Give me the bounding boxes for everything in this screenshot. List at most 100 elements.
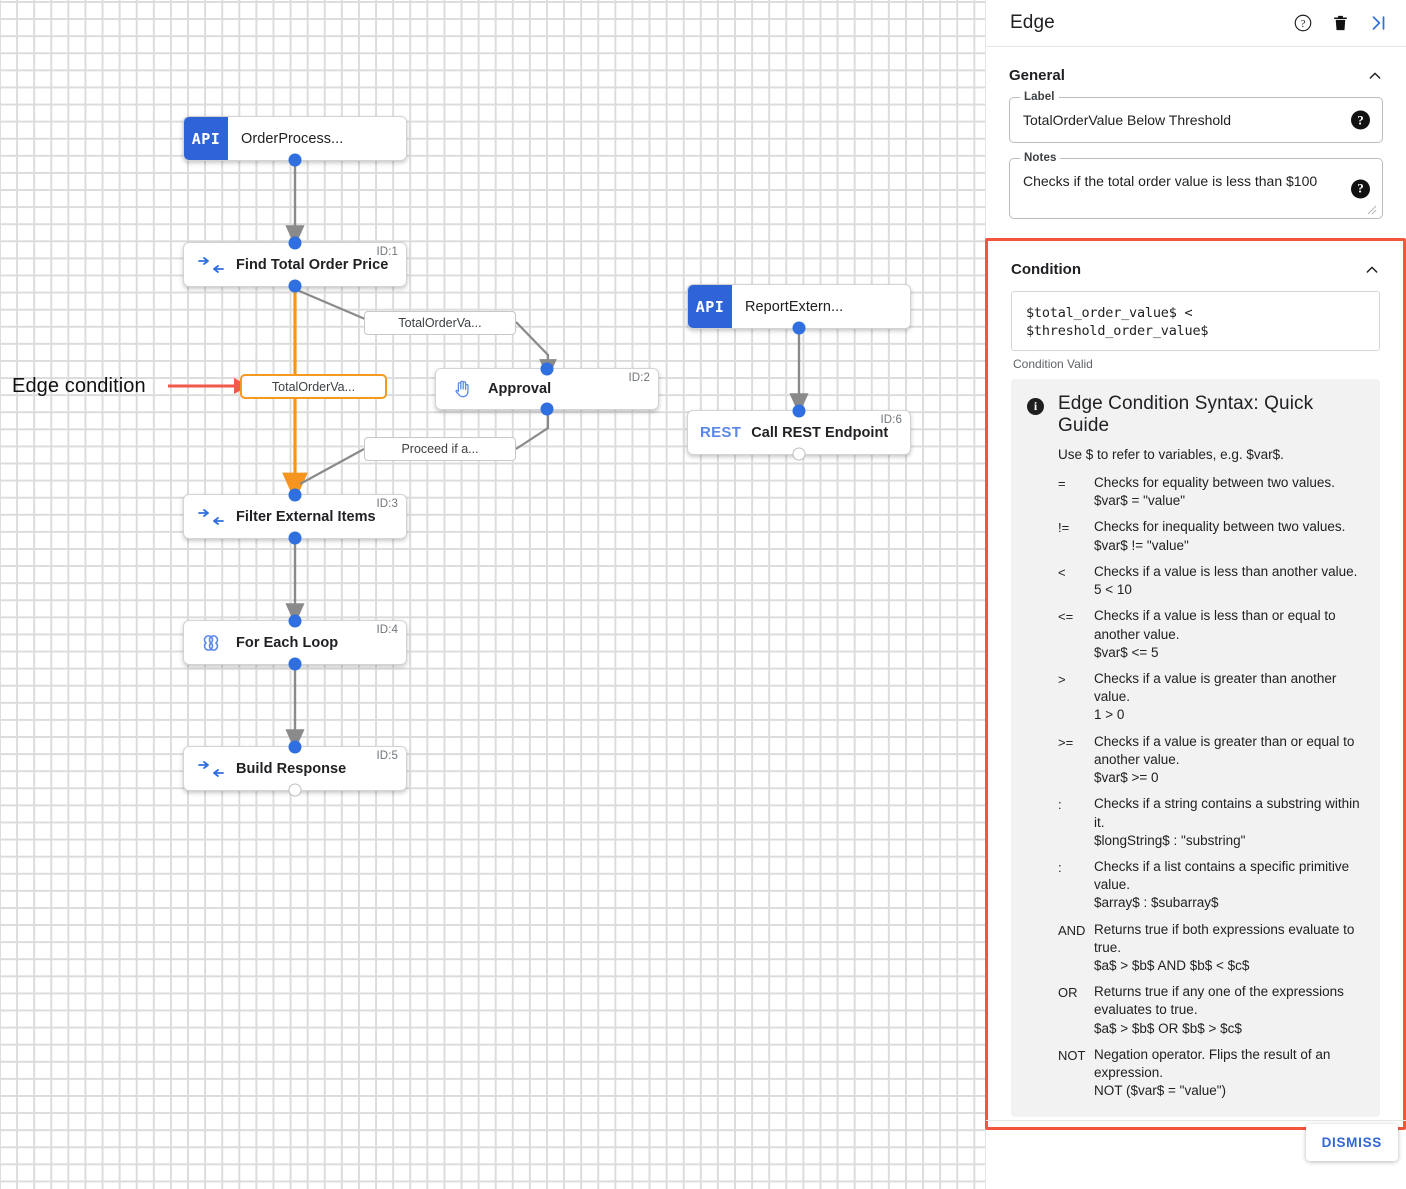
call-rest-endpoint-node[interactable]: ID:6 REST Call REST Endpoint [687,404,911,461]
dismiss-button[interactable]: DISMISS [1305,1124,1398,1161]
edge-label-proceed-if-a[interactable]: Proceed if a... [364,437,516,461]
node-input-port[interactable] [540,362,554,376]
syntax-description: Returns true if both expressions evaluat… [1094,921,1355,955]
syntax-operator: > [1058,671,1066,687]
syntax-description: Checks for equality between two values. [1094,475,1335,490]
chevron-up-icon[interactable] [1364,262,1380,278]
edge-connections-layer [168,161,809,751]
label-field[interactable]: Label TotalOrderValue Below Threshold ? [1009,91,1383,144]
syntax-example: $var$ != "value" [1094,537,1189,553]
edge-condition-annotation: Edge condition [12,375,146,397]
syntax-description: Checks if a string contains a substring … [1094,796,1360,830]
node-id-badge: ID:3 [376,498,398,510]
syntax-description: Checks if a value is less than another v… [1094,563,1358,579]
notes-field-value[interactable]: Checks if the total order value is less … [1023,173,1318,190]
label-field-caption: Label [1020,91,1059,103]
syntax-row: = Checks for equality between two values… [1058,474,1364,510]
syntax-row: : Checks if a string contains a substrin… [1058,795,1364,850]
condition-section-title: Condition [1011,261,1081,278]
node-id-badge: ID:4 [376,624,398,636]
syntax-example: 1 > 0 [1094,707,1125,723]
delete-icon[interactable] [1331,13,1350,33]
node-output-port[interactable] [288,657,302,671]
node-id-badge: ID:5 [376,750,398,762]
syntax-example: $var$ >= 0 [1094,770,1159,786]
node-output-port[interactable] [792,447,806,461]
node-label: For Each Loop [236,634,339,651]
syntax-example: $var$ <= 5 [1094,644,1159,660]
syntax-description: Checks if a value is less than or equal … [1094,608,1336,642]
transform-icon [190,760,232,777]
chevron-up-icon[interactable] [1367,68,1383,84]
syntax-row: >= Checks if a value is greater than or … [1058,733,1364,788]
syntax-description: Checks if a list contains a specific pri… [1094,858,1350,893]
notes-help-icon[interactable]: ? [1351,179,1370,199]
node-label: Approval [488,381,552,397]
syntax-row: NOT Negation operator. Flips the result … [1058,1046,1364,1101]
node-input-port[interactable] [288,740,302,754]
syntax-row: != Checks for inequality between two val… [1058,518,1364,554]
resize-grip-icon[interactable] [1367,205,1377,215]
node-input-port[interactable] [288,614,302,628]
transform-icon [190,508,232,525]
syntax-operator: = [1058,476,1066,491]
panel-divider [986,1120,1406,1121]
syntax-description: Negation operator. Flips the result of a… [1094,1046,1331,1081]
filter-external-items-node[interactable]: ID:3 Filter External Items [183,488,407,545]
syntax-row: AND Returns true if both expressions eva… [1058,921,1364,976]
node-label: ReportExtern... [745,298,844,315]
svg-text:?: ? [1301,19,1306,30]
syntax-example: $longString$ : "substring" [1094,832,1246,848]
node-output-port[interactable] [288,279,302,293]
collapse-panel-icon[interactable] [1368,13,1389,33]
syntax-row: OR Returns true if any one of the expres… [1058,983,1364,1038]
approval-node[interactable]: ID:2 Approval [435,362,659,416]
condition-expression-value: $total_order_value$ < $threshold_order_v… [1026,305,1209,339]
label-help-icon[interactable]: ? [1351,110,1370,130]
syntax-example: $array$ : $subarray$ [1094,895,1219,911]
node-output-port[interactable] [288,531,302,545]
node-id-badge: ID:2 [628,372,650,384]
node-output-port[interactable] [540,402,554,416]
node-output-port[interactable] [288,783,302,797]
node-output-port[interactable] [792,321,806,335]
node-label: Filter External Items [236,508,376,525]
node-input-port[interactable] [288,488,302,502]
edge-label-total-order-va-top[interactable]: TotalOrderVa... [364,311,516,335]
condition-expression-input[interactable]: $total_order_value$ < $threshold_order_v… [1011,291,1380,351]
edge-label-total-order-va-selected[interactable]: TotalOrderVa... [240,374,387,399]
syntax-row: <= Checks if a value is less than or equ… [1058,607,1364,662]
order-process-node[interactable]: API OrderProcess... [183,116,407,167]
notes-field[interactable]: Notes Checks if the total order value is… [1009,152,1383,220]
general-section-header[interactable]: General [1003,47,1389,97]
syntax-operator: >= [1058,734,1074,750]
guide-intro: Use $ to refer to variables, e.g. $var$. [1058,447,1284,462]
node-label: Find Total Order Price [236,256,389,273]
find-total-order-price-node[interactable]: ID:1 Find Total Order Price [183,236,407,293]
syntax-operator: OR [1058,985,1078,1001]
node-label: Call REST Endpoint [751,424,889,441]
syntax-description: Returns true if any one of the expressio… [1094,984,1344,1018]
syntax-operator: != [1058,520,1070,536]
node-input-port[interactable] [288,236,302,250]
node-label: OrderProcess... [241,130,344,147]
syntax-example: 5 < 10 [1094,582,1132,598]
syntax-operator: NOT [1058,1047,1086,1063]
syntax-description: Checks if a value is greater than anothe… [1094,670,1337,705]
node-id-badge: ID:6 [880,414,902,426]
guide-title: Edge Condition Syntax: Quick Guide [1058,393,1314,436]
syntax-row: < Checks if a value is less than another… [1058,563,1364,599]
report-extern-node[interactable]: API ReportExtern... [687,284,911,335]
flow-canvas[interactable]: Edge condition API OrderProcess... ID:1 … [0,0,985,1189]
dismiss-button-wrap: DISMISS [1305,1124,1398,1161]
for-each-loop-node[interactable]: ID:4 For Each Loop [183,614,407,671]
build-response-node[interactable]: ID:5 Build Response [183,740,407,797]
node-output-port[interactable] [288,153,302,167]
syntax-quick-guide: i Edge Condition Syntax: Quick Guide Use… [1011,379,1380,1117]
help-circle-icon[interactable]: ? [1293,13,1313,33]
node-input-port[interactable] [792,404,806,418]
label-field-value[interactable]: TotalOrderValue Below Threshold [1023,112,1232,128]
info-icon: i [1027,398,1044,415]
syntax-operator: AND [1058,922,1086,938]
condition-section-header[interactable]: Condition [1005,241,1386,291]
